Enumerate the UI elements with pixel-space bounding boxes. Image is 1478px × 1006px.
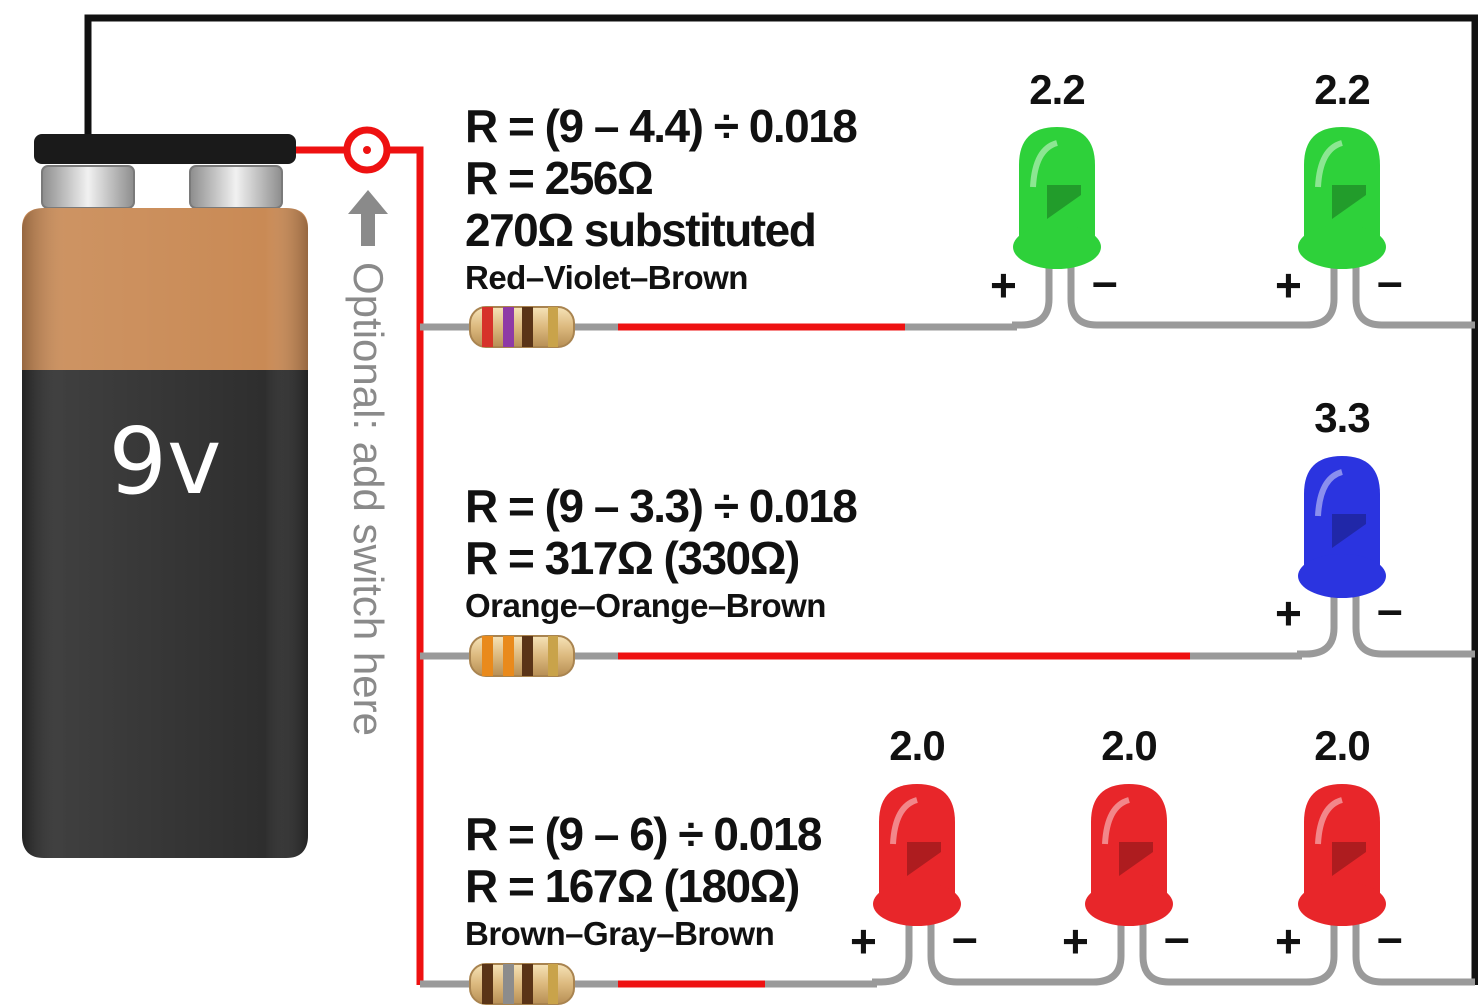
row3-color-code: Brown–Gray–Brown — [465, 915, 775, 952]
resistor-band — [522, 964, 533, 1004]
battery-voltage-label: 9v — [108, 408, 222, 515]
led-minus-mark: – — [1377, 583, 1403, 635]
led-anode-leg — [1084, 922, 1125, 986]
led-cathode-leg — [1352, 922, 1475, 986]
led-voltage-label: 3.3 — [1314, 394, 1370, 441]
led-flange — [1013, 225, 1101, 269]
battery-terminal-negative — [41, 165, 135, 209]
resistor-band — [548, 307, 558, 347]
resistor-band — [522, 307, 533, 347]
led-highlight — [1030, 140, 1059, 188]
positive-wire — [296, 146, 424, 985]
row1-result: R = 256Ω — [465, 152, 654, 204]
led-minus-mark: – — [1092, 255, 1118, 307]
led-minus-mark: – — [952, 911, 978, 963]
led-anode-leg — [1012, 265, 1053, 329]
led-anode-leg — [872, 922, 913, 986]
led-plus-mark: + — [850, 915, 877, 967]
led-die — [1119, 842, 1153, 876]
led-die — [1332, 842, 1366, 876]
led-voltage-label: 2.2 — [1029, 66, 1085, 113]
led-anode-leg — [1297, 922, 1338, 986]
resistor-band — [503, 307, 514, 347]
resistor-band — [503, 636, 514, 676]
led-cathode-leg — [1352, 265, 1475, 329]
led-anode-leg — [1297, 594, 1338, 658]
led-flange — [1298, 554, 1386, 598]
resistor-band — [503, 964, 514, 1004]
led-dome — [1091, 784, 1167, 912]
led-flange — [1298, 882, 1386, 926]
row2-color-code: Orange–Orange–Brown — [465, 587, 826, 624]
led-dome — [879, 784, 955, 912]
led-voltage-label: 2.0 — [1314, 722, 1370, 769]
up-arrow-icon — [348, 190, 388, 246]
led-plus-mark: + — [1275, 259, 1302, 311]
resistor-band — [522, 636, 533, 676]
led-flange — [873, 882, 961, 926]
led-dome — [1019, 127, 1095, 255]
resistor-band — [482, 636, 493, 676]
led-plus-mark: + — [1275, 587, 1302, 639]
led-flange — [1298, 225, 1386, 269]
negative-wire — [84, 14, 1478, 985]
led-plus-mark: + — [1275, 915, 1302, 967]
row1-formula: R = (9 – 4.4) ÷ 0.018 — [465, 100, 858, 152]
led-highlight — [1315, 797, 1344, 845]
led-highlight — [1315, 469, 1344, 517]
led-die — [1332, 185, 1366, 219]
led-minus-mark: – — [1377, 911, 1403, 963]
switch-note: Optional: add switch here — [345, 262, 392, 736]
battery — [22, 134, 308, 858]
row3-result: R = 167Ω (180Ω) — [465, 860, 800, 912]
row2-formula: R = (9 – 3.3) ÷ 0.018 — [465, 480, 858, 532]
row1-note: 270Ω substituted — [465, 204, 817, 256]
led-dome — [1304, 784, 1380, 912]
led-die — [1047, 185, 1081, 219]
led-voltage-label: 2.0 — [889, 722, 945, 769]
led-highlight — [1315, 140, 1344, 188]
led-voltage-label: 2.2 — [1314, 66, 1370, 113]
resistor-band — [482, 964, 493, 1004]
led-cathode-leg — [1067, 265, 1297, 329]
led-cathode-leg — [1139, 922, 1297, 986]
led-minus-mark: – — [1377, 255, 1403, 307]
row2-result: R = 317Ω (330Ω) — [465, 532, 800, 584]
led-cathode-leg — [1352, 594, 1475, 658]
led-minus-mark: – — [1164, 911, 1190, 963]
row2-formula-block: R = (9 – 3.3) ÷ 0.018 R = 317Ω (330Ω) Or… — [465, 480, 858, 628]
led-highlight — [1102, 797, 1131, 845]
led-dome — [1304, 456, 1380, 584]
battery-top-plate — [34, 134, 296, 164]
row1-formula-block: R = (9 – 4.4) ÷ 0.018 R = 256Ω 270Ω subs… — [465, 100, 858, 300]
row1-color-code: Red–Violet–Brown — [465, 259, 748, 296]
led-dome — [1304, 127, 1380, 255]
led-plus-mark: + — [1062, 915, 1089, 967]
led-die — [907, 842, 941, 876]
led-cathode-leg — [927, 922, 1084, 986]
row3-formula-block: R = (9 – 6) ÷ 0.018 R = 167Ω (180Ω) Brow… — [465, 808, 823, 956]
battery-terminal-positive — [189, 165, 283, 209]
led-die — [1332, 514, 1366, 548]
led-highlight — [890, 797, 919, 845]
led-anode-leg — [1297, 265, 1338, 329]
row3-formula: R = (9 – 6) ÷ 0.018 — [465, 808, 823, 860]
resistor-band — [548, 636, 558, 676]
resistor-band — [548, 964, 558, 1004]
led-voltage-label: 2.0 — [1101, 722, 1157, 769]
resistor-band — [482, 307, 493, 347]
led-flange — [1085, 882, 1173, 926]
led-plus-mark: + — [990, 259, 1017, 311]
